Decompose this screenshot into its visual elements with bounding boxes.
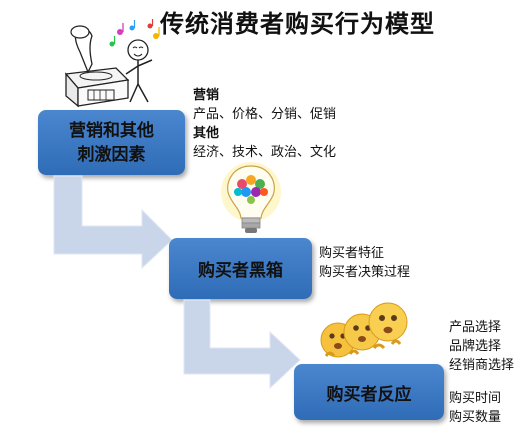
blackbox-note-1: 购买者特征 (319, 246, 385, 261)
response-notes-time: 购买时间 购买数量 (449, 389, 501, 427)
response-label: 购买者反应 (326, 384, 412, 405)
blackbox-notes: 购买者特征 购买者决策过程 (319, 244, 410, 282)
stimulus-box: 营销和其他 刺激因素 (38, 110, 185, 175)
music-notes-icon (109, 19, 160, 47)
gramophone-listener-icon (64, 19, 160, 108)
blackbox-note-2: 购买者决策过程 (319, 265, 411, 280)
blackbox-label: 购买者黑箱 (198, 261, 283, 281)
response-notes-choice: 产品选择 品牌选择 经销商选择 (449, 318, 514, 375)
response-item-2: 品牌选择 (449, 339, 502, 354)
response-item-4: 购买时间 (449, 391, 502, 406)
marketing-items: 产品、价格、分销、促销 (193, 107, 337, 122)
other-items: 经济、技术、政治、文化 (193, 145, 337, 160)
emoji-faces-icon (320, 302, 408, 358)
buyer-black-box: 购买者黑箱 (169, 238, 312, 299)
response-item-5: 购买数量 (449, 410, 502, 425)
response-item-1: 产品选择 (449, 320, 502, 335)
flow-arrow-1 (53, 175, 173, 270)
marketing-heading: 营销 (193, 88, 220, 103)
stimulus-notes: 营销 产品、价格、分销、促销 其他 经济、技术、政治、文化 (193, 86, 336, 162)
flow-arrow-2 (183, 299, 301, 390)
other-heading: 其他 (193, 126, 220, 141)
response-item-3: 经销商选择 (449, 358, 515, 373)
stimulus-box-line2: 刺激因素 (77, 144, 146, 165)
diagram-title: 传统消费者购买行为模型 (160, 9, 435, 38)
buyer-response-box: 购买者反应 (294, 364, 444, 420)
lightbulb-brain-icon (221, 162, 281, 233)
stimulus-box-line1: 营销和其他 (69, 120, 154, 141)
